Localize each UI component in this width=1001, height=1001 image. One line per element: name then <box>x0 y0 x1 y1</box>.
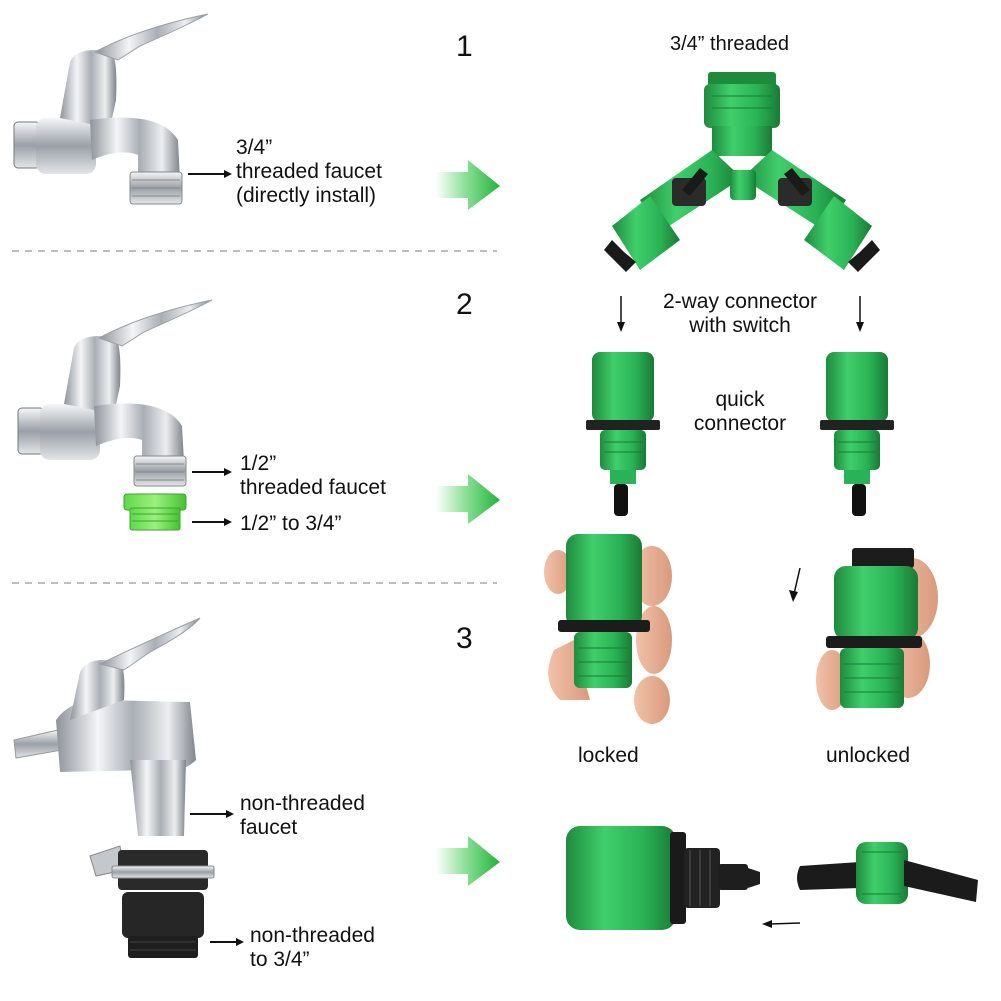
adapter-12-34-icon <box>123 493 187 531</box>
arrow-icon <box>436 836 500 886</box>
arrow-icon <box>436 474 500 524</box>
clamp-adapter-icon <box>89 845 215 958</box>
faucet-12-label-line2: threaded faucet <box>240 476 386 499</box>
nonthreaded34-label-line2: to 3/4” <box>250 948 310 971</box>
nonthreaded-faucet-label: non-threaded faucet <box>240 792 365 840</box>
nonthreaded-label-line1: non-threaded <box>240 792 365 815</box>
locked-label: locked <box>578 744 639 767</box>
arrow-icon <box>188 170 232 178</box>
arrow-icon <box>762 920 801 928</box>
quick-connector-icon <box>826 548 922 708</box>
arrow-icon <box>436 160 500 210</box>
faucet-icon <box>13 13 209 205</box>
step-number-3: 3 <box>456 622 473 655</box>
faucet-12-label: 1/2” threaded faucet <box>240 452 386 500</box>
step-number-1: 1 <box>456 30 473 63</box>
quick-label-line1: quick <box>715 388 765 411</box>
faucet-34-label-line3: (directly install) <box>236 184 377 207</box>
unlocked-label: unlocked <box>826 744 911 767</box>
faucet-34-label: 3/4” threaded faucet (directly install) <box>236 136 382 208</box>
quick-label-line2: connector <box>693 412 787 435</box>
threaded-34-top-label: 3/4” threaded <box>670 33 789 55</box>
quick-connector-icon <box>820 352 894 516</box>
faucet-12-label-line1: 1/2” <box>240 452 277 475</box>
arrow-icon <box>617 296 864 332</box>
nonthreaded34-label-line1: non-threaded <box>250 924 375 947</box>
step-number-2: 2 <box>456 288 473 321</box>
two-way-connector-label: 2-way connector with switch <box>640 290 840 338</box>
nonthreaded-label-line2: faucet <box>240 816 298 839</box>
faucet-icon <box>13 617 201 836</box>
arrow-icon <box>190 810 244 946</box>
faucet-icon <box>17 299 213 487</box>
hose-icon <box>797 842 978 904</box>
adapter-12-34-label: 1/2” to 3/4” <box>240 512 342 536</box>
quick-connector-icon <box>586 352 660 516</box>
arrow-icon <box>789 567 801 602</box>
quick-connector-icon <box>566 826 760 930</box>
y-connector-icon <box>604 72 880 272</box>
two-way-label-line2: with switch <box>689 314 791 337</box>
faucet-34-label-line2: threaded faucet <box>236 160 382 183</box>
two-way-label-line1: 2-way connector <box>662 290 818 313</box>
faucet-34-label-line1: 3/4” <box>236 136 273 159</box>
quick-connector-label: quick connector <box>680 388 800 436</box>
quick-connector-icon <box>558 534 650 688</box>
nonthreaded-34-label: non-threaded to 3/4” <box>250 924 375 972</box>
adapter-12-34-text: 1/2” to 3/4” <box>240 512 342 535</box>
arrow-icon <box>192 468 232 526</box>
